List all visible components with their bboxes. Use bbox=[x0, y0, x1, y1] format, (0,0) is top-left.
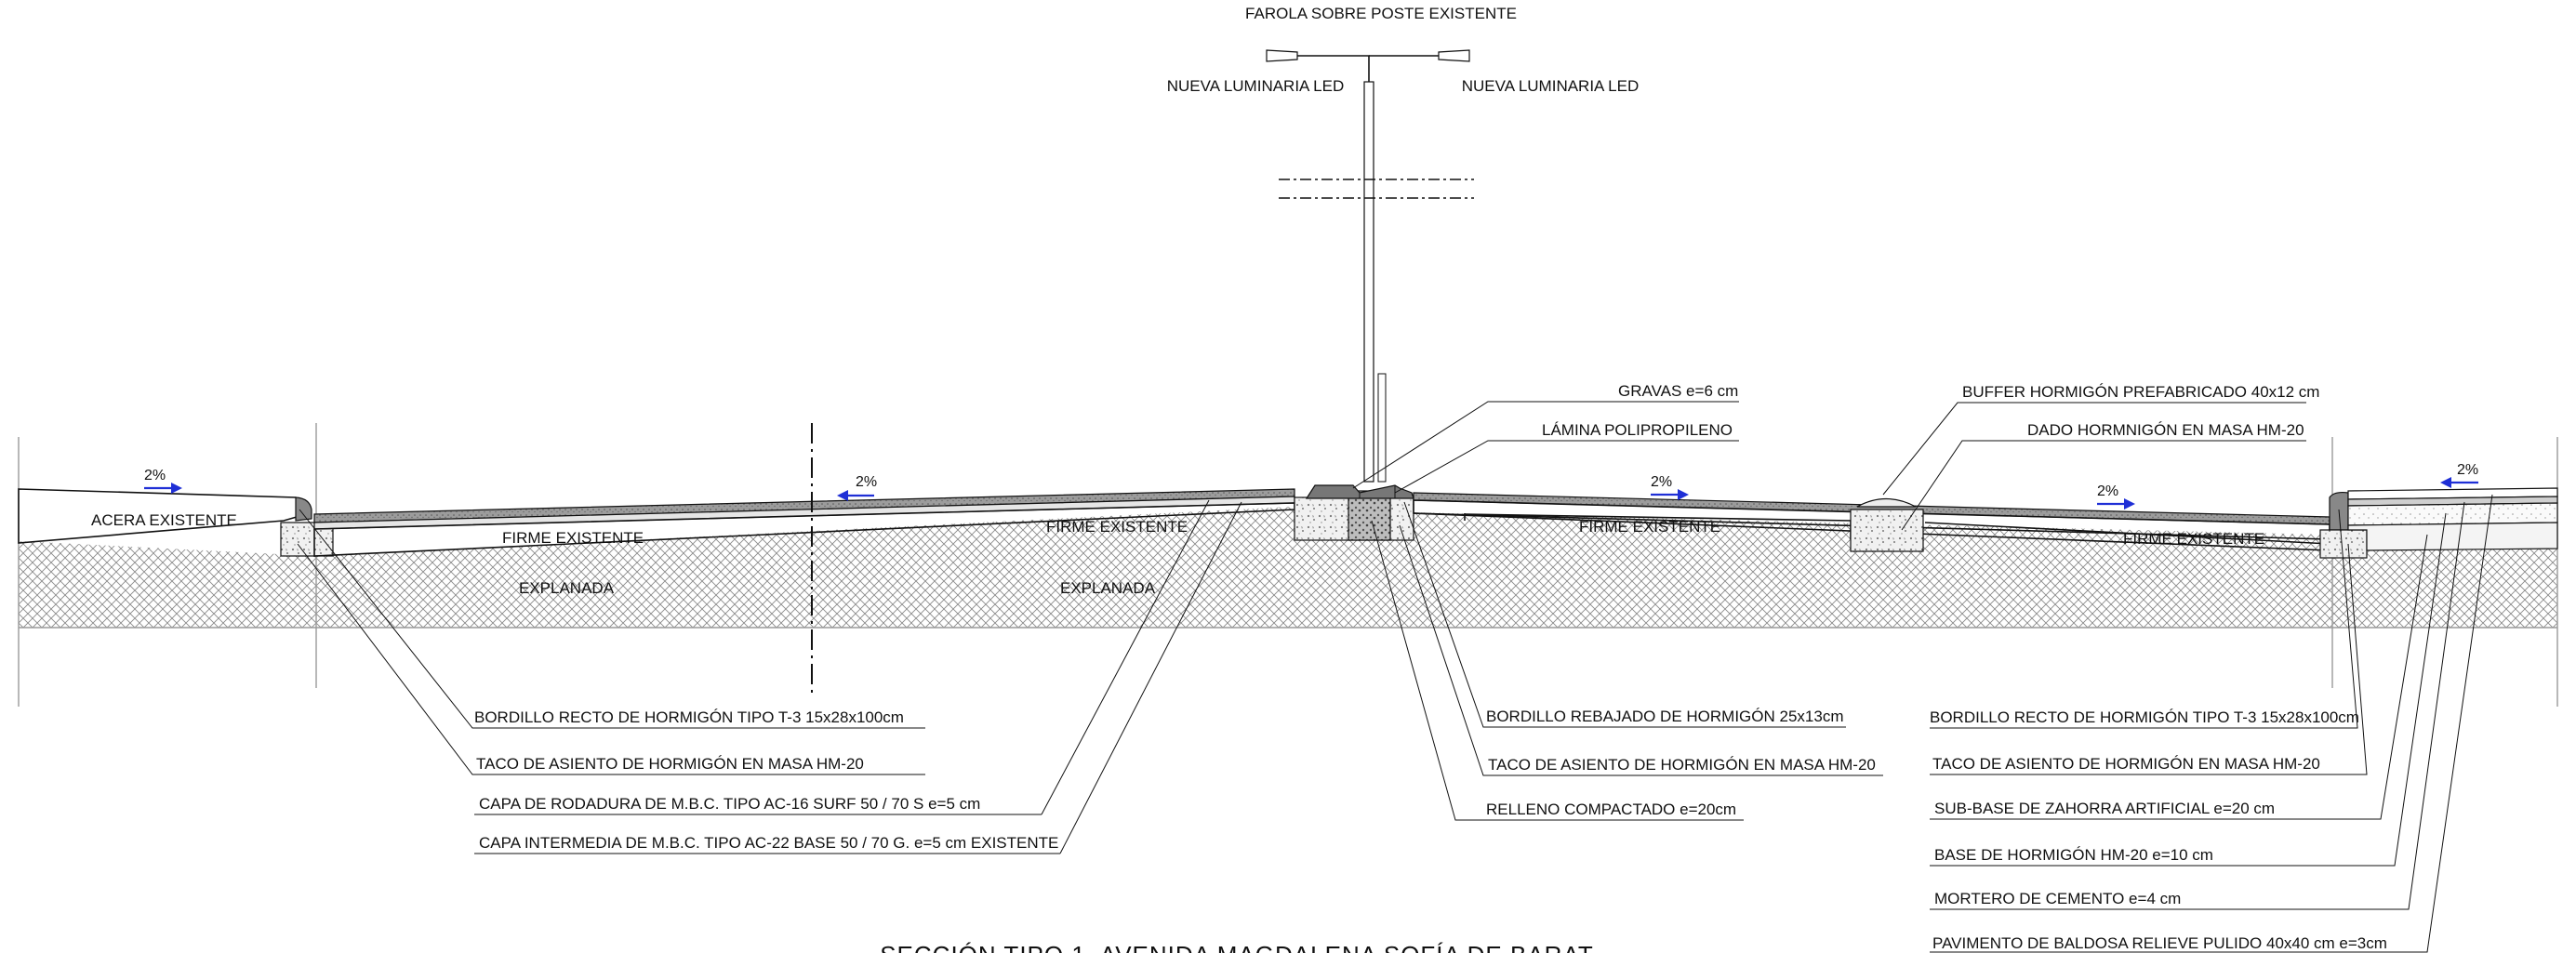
section-title: SECCIÓN TIPO 1. AVENIDA MAGDALENA SOFÍA … bbox=[880, 941, 1594, 953]
svg-text:2%: 2% bbox=[1651, 474, 1672, 490]
callout-right-pavimento: PAVIMENTO DE BALDOSA RELIEVE PULIDO 40x4… bbox=[1930, 494, 2493, 953]
callout-left-taco: TACO DE ASIENTO DE HORMIGÓN EN MASA HM-2… bbox=[297, 543, 925, 775]
svg-text:TACO DE ASIENTO DE HORMIGÓN EN: TACO DE ASIENTO DE HORMIGÓN EN MASA HM-2… bbox=[1488, 756, 1876, 774]
callout-gravas: GRAVAS e=6 cm bbox=[1352, 382, 1739, 489]
svg-text:BUFFER HORMIGÓN PREFABRICADO 4: BUFFER HORMIGÓN PREFABRICADO 40x12 cm bbox=[1962, 383, 2319, 401]
callout-left-bordillo: BORDILLO RECTO DE HORMIGÓN TIPO T-3 15x2… bbox=[299, 509, 925, 729]
callout-right-subbase: SUB-BASE DE ZAHORRA ARTIFICIAL e=20 cm bbox=[1930, 534, 2428, 820]
svg-text:MORTERO DE CEMENTO e=4 cm: MORTERO DE CEMENTO e=4 cm bbox=[1934, 890, 2181, 907]
slope-arrow-1: 2% bbox=[144, 468, 182, 494]
firme-label-2: FIRME EXISTENTE bbox=[1046, 518, 1188, 536]
svg-text:BORDILLO RECTO DE HORMIGÓN TIP: BORDILLO RECTO DE HORMIGÓN TIPO T-3 15x2… bbox=[474, 708, 904, 726]
callout-center-bordillo: BORDILLO REBAJADO DE HORMIGÓN 25x13cm bbox=[1403, 501, 1846, 728]
callout-left-intermedia: CAPA INTERMEDIA DE M.B.C. TIPO AC-22 BAS… bbox=[474, 501, 1242, 854]
callout-dado: DADO HORMNIGÓN EN MASA HM-20 bbox=[1901, 421, 2306, 531]
svg-text:BORDILLO REBAJADO DE HORMIGÓN: BORDILLO REBAJADO DE HORMIGÓN 25x13cm bbox=[1486, 708, 1843, 725]
svg-text:PAVIMENTO DE BALDOSA RELIEVE P: PAVIMENTO DE BALDOSA RELIEVE PULIDO 40x4… bbox=[1932, 934, 2387, 952]
svg-text:2%: 2% bbox=[2097, 483, 2118, 499]
slope-arrow-2: 2% bbox=[837, 474, 877, 501]
callout-center-taco: TACO DE ASIENTO DE HORMIGÓN EN MASA HM-2… bbox=[1399, 524, 1883, 776]
firme-label-3: FIRME EXISTENTE bbox=[1579, 518, 1720, 536]
slope-arrow-4: 2% bbox=[2097, 483, 2135, 510]
svg-text:RELLENO COMPACTADO e=20cm: RELLENO COMPACTADO e=20cm bbox=[1486, 801, 1736, 818]
slope-arrow-3: 2% bbox=[1651, 474, 1689, 500]
callout-center-relleno: RELLENO COMPACTADO e=20cm bbox=[1371, 520, 1744, 821]
callout-right-base: BASE DE HORMIGÓN HM-20 e=10 cm bbox=[1930, 512, 2447, 867]
svg-text:CAPA DE RODADURA DE M.B.C. TIP: CAPA DE RODADURA DE M.B.C. TIPO AC-16 SU… bbox=[479, 795, 980, 813]
svg-text:TACO DE ASIENTO DE HORMIGÓN EN: TACO DE ASIENTO DE HORMIGÓN EN MASA HM-2… bbox=[1932, 755, 2320, 773]
central-median bbox=[1294, 484, 1414, 541]
svg-text:DADO HORMNIGÓN EN MASA HM-20: DADO HORMNIGÓN EN MASA HM-20 bbox=[2027, 421, 2304, 439]
slope-arrow-5: 2% bbox=[2440, 462, 2478, 488]
svg-text:SUB-BASE DE ZAHORRA ARTIFICIAL: SUB-BASE DE ZAHORRA ARTIFICIAL e=20 cm bbox=[1934, 800, 2275, 817]
svg-text:LÁMINA POLIPROPILENO: LÁMINA POLIPROPILENO bbox=[1542, 421, 1733, 439]
firme-label-1: FIRME EXISTENTE bbox=[502, 529, 644, 547]
explanada-label-2: EXPLANADA bbox=[1060, 579, 1156, 597]
right-sidewalk bbox=[2319, 487, 2558, 559]
pole-title: FAROLA SOBRE POSTE EXISTENTE bbox=[1245, 5, 1517, 22]
lamp-post bbox=[1266, 49, 1474, 483]
svg-text:2%: 2% bbox=[856, 474, 877, 490]
svg-text:2%: 2% bbox=[144, 468, 166, 483]
firme-label-4: FIRME EXISTENTE bbox=[2123, 530, 2264, 548]
acera-existente bbox=[18, 488, 312, 544]
callout-lamina: LÁMINA POLIPROPILENO bbox=[1394, 421, 1739, 494]
acera-label: ACERA EXISTENTE bbox=[91, 511, 237, 529]
svg-text:2%: 2% bbox=[2457, 462, 2478, 478]
svg-text:BASE DE HORMIGÓN HM-20 e=10 cm: BASE DE HORMIGÓN HM-20 e=10 cm bbox=[1934, 846, 2213, 864]
callout-right-taco: TACO DE ASIENTO DE HORMIGÓN EN MASA HM-2… bbox=[1930, 543, 2368, 775]
callout-left-rodadura: CAPA DE RODADURA DE M.B.C. TIPO AC-16 SU… bbox=[474, 499, 1210, 815]
svg-text:TACO DE ASIENTO DE HORMIGÓN EN: TACO DE ASIENTO DE HORMIGÓN EN MASA HM-2… bbox=[476, 755, 864, 773]
svg-text:GRAVAS e=6 cm: GRAVAS e=6 cm bbox=[1618, 382, 1738, 400]
lamp-right-label: NUEVA LUMINARIA LED bbox=[1462, 77, 1640, 95]
buffer-block bbox=[1850, 498, 1924, 552]
explanada-label-1: EXPLANADA bbox=[519, 579, 615, 597]
callout-buffer: BUFFER HORMIGÓN PREFABRICADO 40x12 cm bbox=[1882, 383, 2319, 496]
callout-right-bordillo: BORDILLO RECTO DE HORMIGÓN TIPO T-3 15x2… bbox=[1930, 509, 2359, 729]
lamp-left-label: NUEVA LUMINARIA LED bbox=[1167, 77, 1345, 95]
left-roadway bbox=[313, 488, 1295, 557]
svg-text:CAPA INTERMEDIA DE M.B.C. TIPO: CAPA INTERMEDIA DE M.B.C. TIPO AC-22 BAS… bbox=[479, 834, 1058, 852]
callout-right-mortero: MORTERO DE CEMENTO e=4 cm bbox=[1930, 501, 2465, 910]
svg-text:BORDILLO RECTO DE HORMIGÓN TIP: BORDILLO RECTO DE HORMIGÓN TIPO T-3 15x2… bbox=[1930, 708, 2359, 726]
